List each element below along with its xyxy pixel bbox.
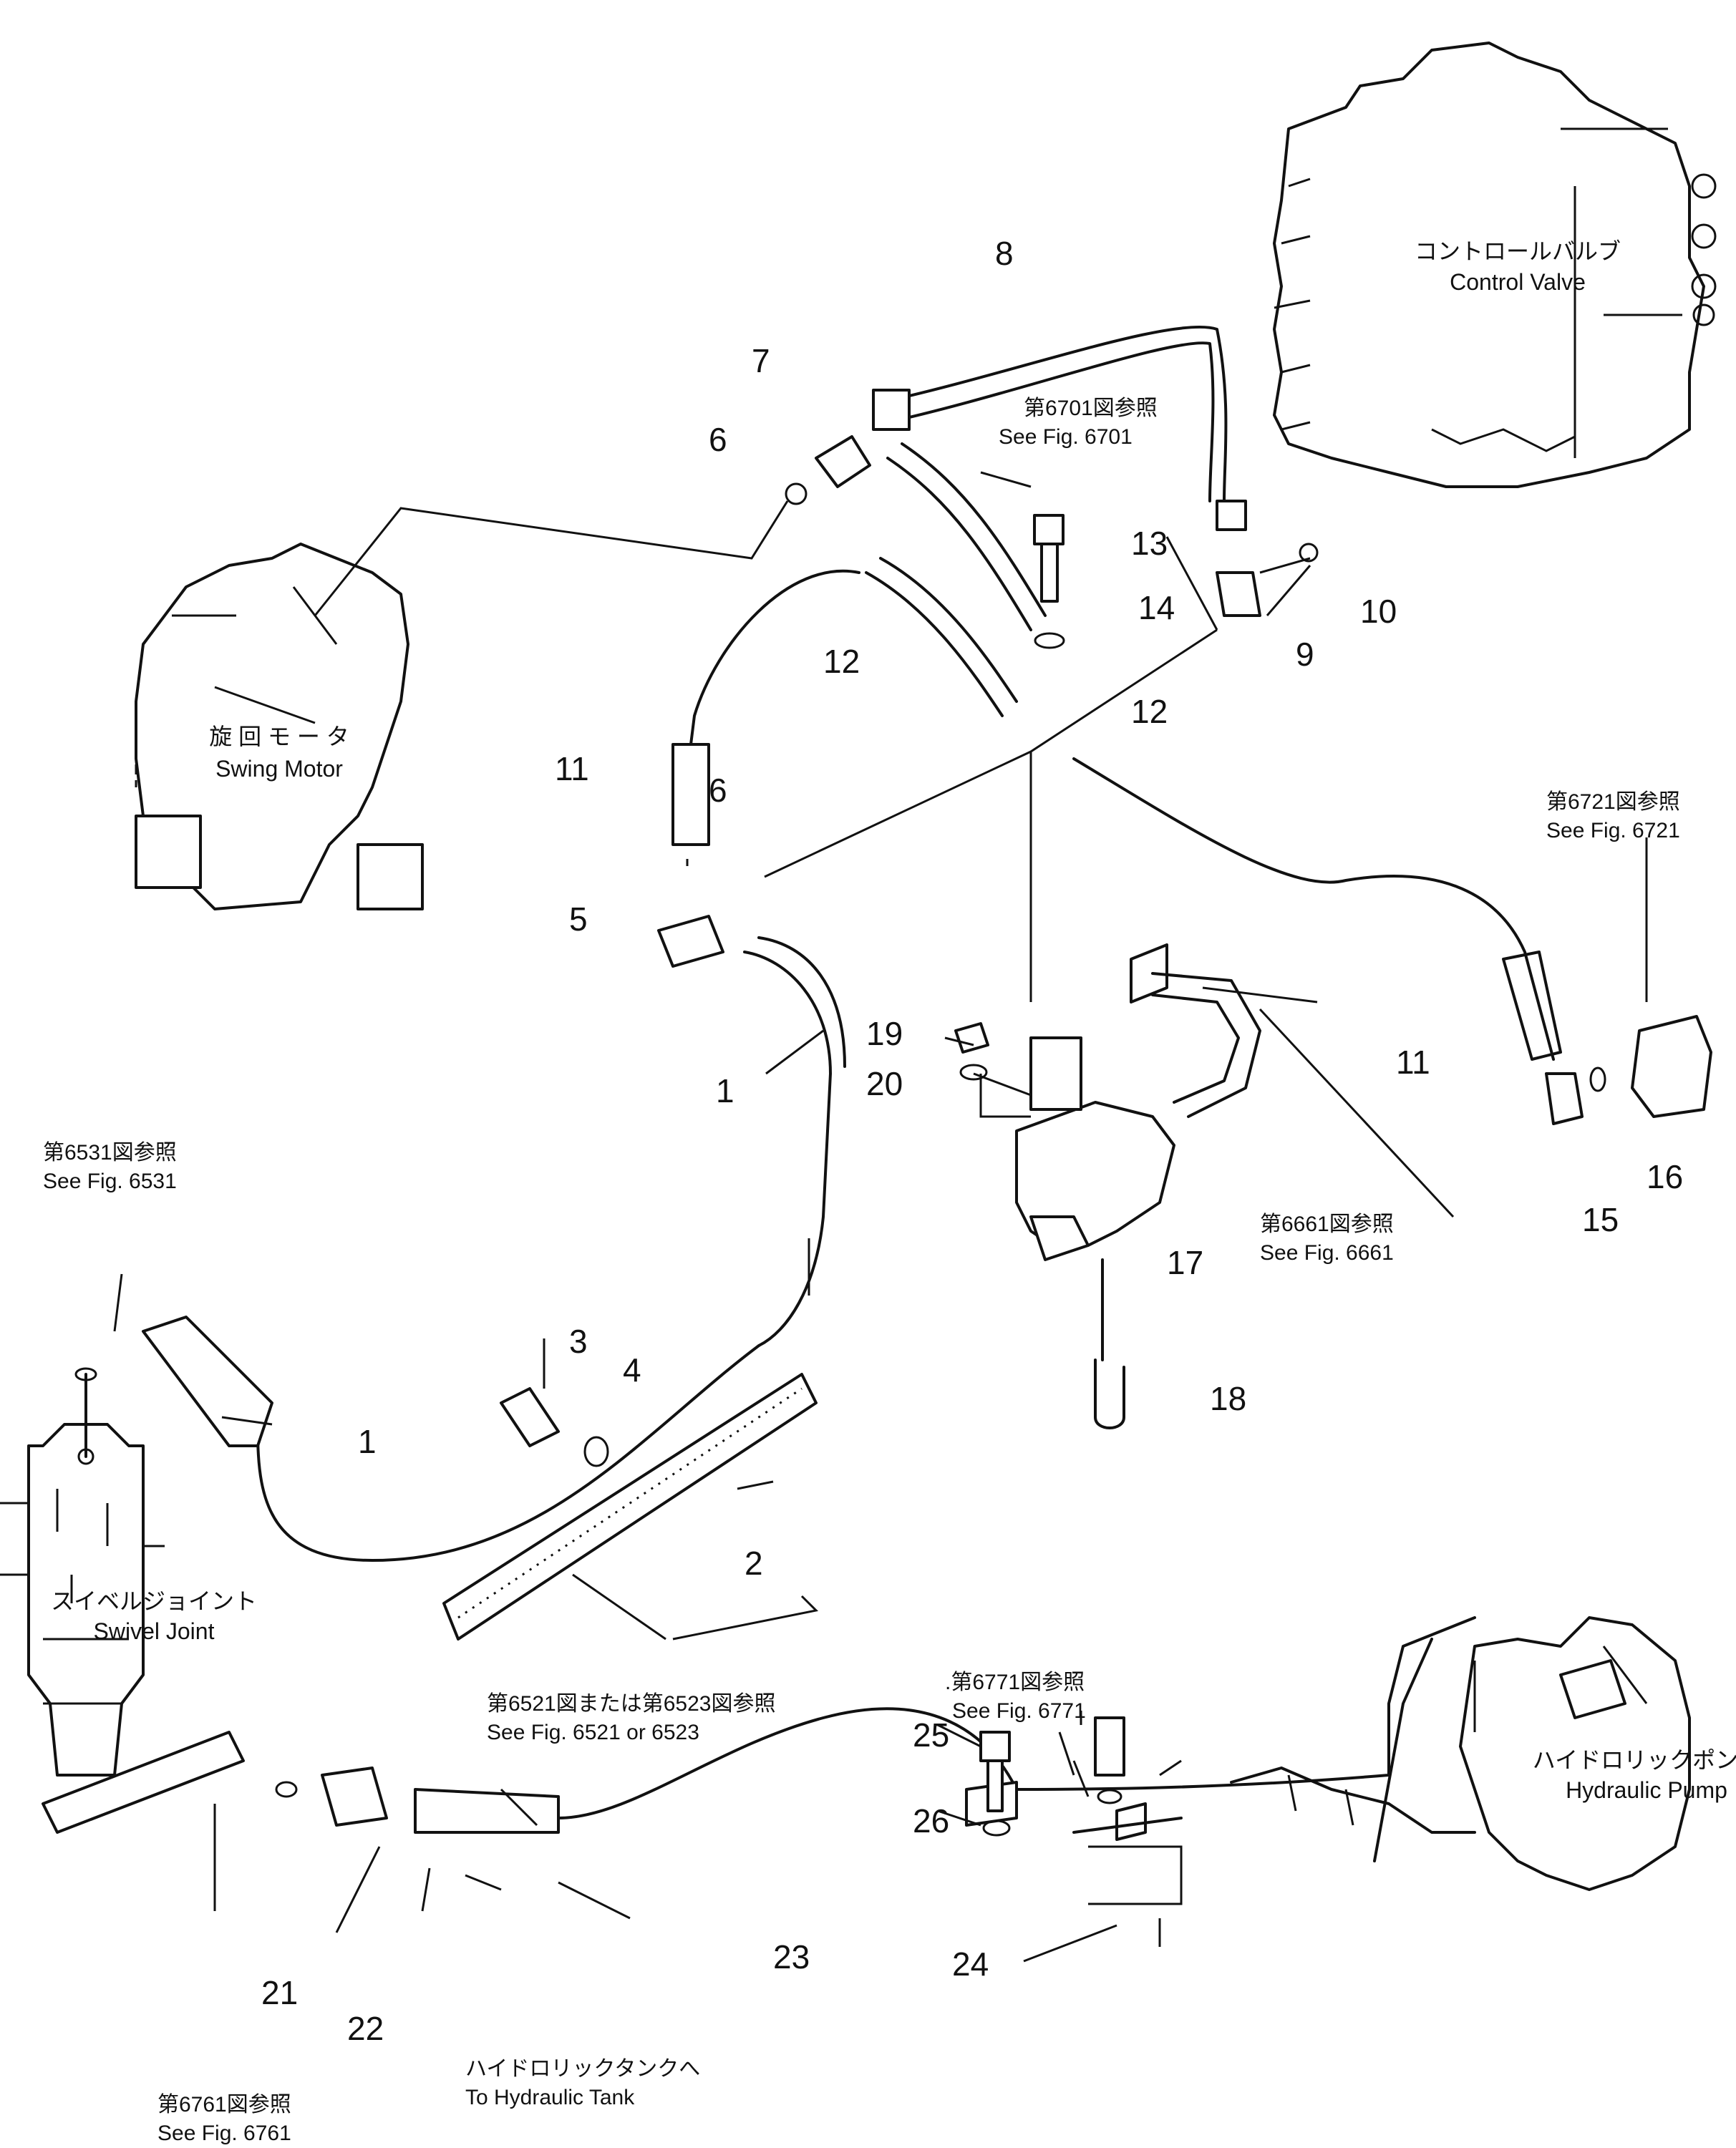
figure-references: 第6701図参照 See Fig. 6701 第6721図参照 See Fig.… [43, 397, 1680, 2145]
part-number-19: 19 [866, 1015, 903, 1052]
ref-fig6761-jp: 第6761図参照 [157, 2093, 291, 2117]
ref-fig6721-en: See Fig. 6721 [1546, 819, 1680, 842]
part-number-8: 8 [995, 235, 1014, 272]
swing-motor-label-en: Swing Motor [215, 756, 343, 782]
ref-fig6701-jp: 第6701図参照 [1024, 397, 1158, 420]
swivel-joint-label-jp: スイベルジョイント [51, 1588, 257, 1614]
bracket-17 [1015, 943, 1261, 1261]
part-number-14: 14 [1138, 589, 1175, 626]
swivel-joint-label-en: Swivel Joint [94, 1618, 215, 1644]
part-number-15: 15 [1582, 1201, 1619, 1238]
hydraulic-tank-label-jp: ハイドロリックタンクへ [465, 2057, 700, 2081]
part-number-22: 22 [347, 2010, 384, 2047]
hydraulic-tank-label-en: To Hydraulic Tank [465, 2086, 635, 2109]
part-number-18: 18 [1210, 1380, 1246, 1417]
swing-motor-label-jp: 旋 回 モ ー タ [209, 724, 349, 749]
ref-fig6761-en: See Fig. 6761 [157, 2122, 291, 2145]
control-valve-label-jp: コントロールバルブ [1415, 238, 1621, 264]
hydraulic-pump-label-en: Hydraulic Pump [1566, 1777, 1727, 1803]
ref-fig6771-jp: .第6771図参照 [945, 1671, 1085, 1694]
fasteners [500, 514, 1125, 1837]
part-number-23: 23 [773, 1938, 810, 1976]
part-number-12a: 12 [823, 643, 860, 680]
part-number-26: 26 [913, 1802, 949, 1840]
part-number-25: 25 [913, 1716, 949, 1754]
ref-fig6531-en: See Fig. 6531 [43, 1170, 177, 1193]
part-number-2: 2 [745, 1545, 763, 1582]
part-number-17: 17 [1167, 1244, 1203, 1281]
part-number-20: 20 [866, 1065, 903, 1102]
leader-lines [113, 471, 1648, 1963]
swivel-joint-drawing: スイベルジョイント Swivel Joint [0, 1367, 257, 1777]
part-number-3: 3 [569, 1323, 588, 1360]
part-number-labels: 8 7 6 13 14 9 10 12 12 11 6 5 1 19 20 11… [261, 235, 1683, 2047]
hydraulic-pump-label-jp: ハイドロリックポンプ [1533, 1747, 1736, 1773]
part-number-21: 21 [261, 1974, 298, 2011]
part-number-10: 10 [1360, 593, 1397, 630]
part-number-9: 9 [1296, 636, 1314, 673]
part-number-6b: 6 [709, 772, 727, 809]
swing-motor-drawing: 旋 回 モ ー タ Swing Motor [135, 543, 424, 910]
part-number-24: 24 [952, 1945, 989, 1983]
part-number-13: 13 [1131, 525, 1168, 562]
ref-fig6771-en: See Fig. 6771 [952, 1699, 1086, 1723]
part-number-12b: 12 [1131, 693, 1168, 730]
ref-fig6661-jp: 第6661図参照 [1260, 1212, 1394, 1236]
control-valve-drawing: コントロールバルブ Control Valve [1273, 42, 1717, 488]
hydraulic-pump-drawing: ハイドロリックポンプ Hydraulic Pump [1230, 1616, 1736, 1891]
ref-fig6531-jp: 第6531図参照 [43, 1141, 177, 1165]
part-number-16: 16 [1647, 1158, 1683, 1195]
part-number-5: 5 [569, 900, 588, 938]
ref-fig6521-jp: 第6521図または第6523図参照 [487, 1692, 775, 1716]
ref-fig6521-en: See Fig. 6521 or 6523 [487, 1721, 699, 1744]
hoses [42, 325, 1712, 1905]
part-number-4: 4 [623, 1351, 641, 1389]
part-number-11b: 11 [1396, 1044, 1430, 1081]
ref-fig6701-en: See Fig. 6701 [999, 425, 1133, 449]
part-number-6a: 6 [709, 421, 727, 458]
part-number-11a: 11 [555, 750, 589, 787]
ref-fig6721-jp: 第6721図参照 [1546, 790, 1680, 814]
part-number-7: 7 [752, 342, 770, 379]
control-valve-label-en: Control Valve [1450, 269, 1586, 295]
ref-fig6661-en: See Fig. 6661 [1260, 1241, 1394, 1265]
part-number-1b: 1 [358, 1423, 377, 1460]
part-number-1a: 1 [716, 1072, 734, 1109]
